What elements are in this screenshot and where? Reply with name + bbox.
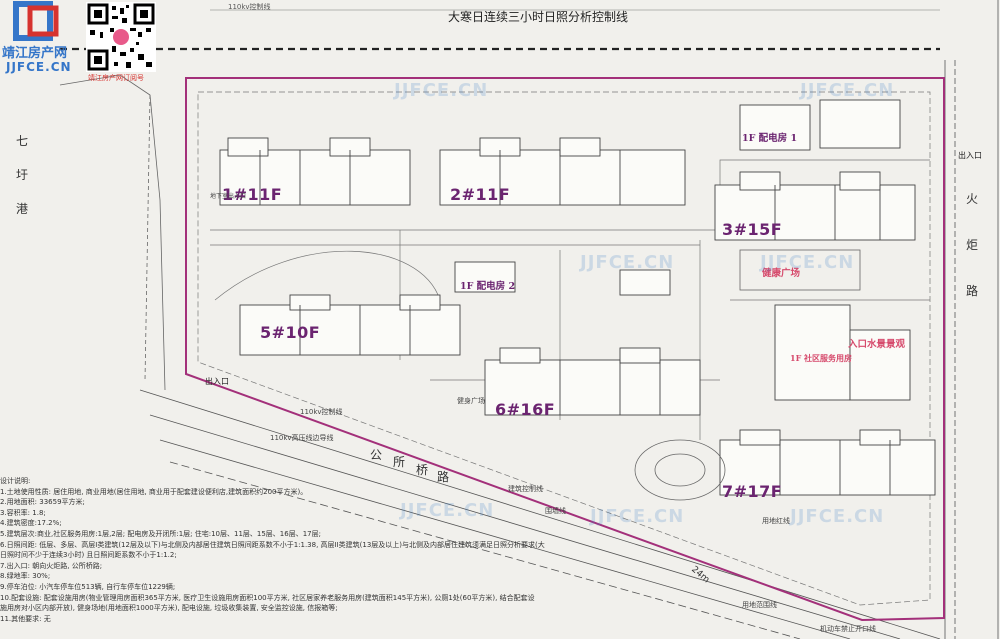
- sun-analysis-label: 大寒日连续三小时日照分析控制线: [448, 10, 629, 24]
- logo-mark-icon: [13, 1, 59, 41]
- fence-line-label: 围墙线: [545, 507, 566, 515]
- building-5-label: 5#10F: [260, 323, 321, 342]
- design-note-line: 9.停车泊位: 小汽车停车位513辆, 自行车停车位1229辆;: [0, 582, 176, 591]
- service-room-label: 1F 社区服务用房: [790, 353, 853, 363]
- building-line-label: 建筑控制线: [508, 485, 543, 493]
- line-110kv-edge-label: 110kv高压线边导线: [270, 434, 334, 442]
- west-river-char-2: 圩: [16, 168, 29, 182]
- design-note-line: 2.用地面积: 33659平方米;: [0, 498, 85, 507]
- line-110kv-label: 110kv控制线: [300, 408, 343, 416]
- building-footprints: [219, 99, 936, 496]
- qr-code-icon: [86, 2, 156, 72]
- design-notes: 设计说明: 1.土地使用性质: 居住用地, 商业用地(居住用地, 商业用于配套建…: [0, 476, 545, 624]
- south-gate-label: 机动车禁止开口线: [820, 625, 876, 633]
- west-river-char-3: 港: [16, 202, 29, 216]
- watermark: JJFCE.CN: [394, 80, 489, 101]
- entrance-east-label: 出入口: [958, 151, 982, 160]
- substation-2-label: 1F 配电房 2: [460, 281, 516, 292]
- building-3-label: 3#15F: [722, 220, 783, 239]
- design-note-line: 10.配套设施: 配套设施用房(物业管理用房面积365平方米, 医疗卫生设施用房…: [0, 593, 535, 602]
- design-note-line: 5.建筑层次:商业,社区服务用房:1层,2层; 配电房及开闭所:1层; 住宅:1…: [0, 529, 321, 538]
- entrance-west-label: 出入口: [205, 377, 229, 386]
- south-road-char-3: 桥: [416, 463, 429, 477]
- building-1-label: 1#11F: [222, 185, 283, 204]
- east-road-char-3: 路: [966, 284, 979, 298]
- watermark: JJFCE.CN: [400, 500, 495, 521]
- south-road-char-2: 所: [393, 455, 406, 469]
- red-line-label: 用地红线: [762, 517, 790, 525]
- west-river-char-1: 七: [16, 134, 29, 148]
- plaza-facility-label: 健康广场: [762, 268, 801, 279]
- watermark: JJFCE.CN: [790, 506, 885, 527]
- design-note-line: 7.出入口: 朝向火炬路, 公所桥路;: [0, 561, 103, 570]
- site-url: JJFCE.CN: [6, 60, 72, 74]
- design-note-line: 日照时间不少于连续3小时) 且日照间距系数不小于1:1.2;: [0, 551, 177, 560]
- red-property-line: [185, 77, 945, 622]
- building-2-label: 2#11F: [450, 185, 511, 204]
- site-logo: 靖江房产网 JJFCE.CN: [2, 1, 84, 80]
- top-110kv-label: 110kv控制线: [228, 3, 271, 11]
- south-road-char-1: 公: [370, 448, 383, 462]
- fitness-plaza: [634, 249, 861, 501]
- qr-caption: 靖江房产网订阅号: [88, 74, 144, 82]
- design-note-line: 施用房对小区内部开放), 健身场地(用地面积1000平方米), 配电设施, 垃圾…: [0, 604, 338, 613]
- land-line-label: 用地范围线: [742, 601, 777, 609]
- east-road-char-2: 炬: [966, 238, 979, 252]
- south-road: [139, 389, 941, 639]
- entrance-view-label: 入口水景景观: [848, 339, 906, 350]
- east-road: [944, 0, 999, 639]
- design-note-line: 6.日照间距: 低层、多层、高层I类建筑(12层及以下)与北侧及内部居住建筑日照…: [0, 540, 545, 549]
- site-name: 靖江房产网: [2, 46, 68, 61]
- building-7-label: 7#17F: [722, 482, 783, 501]
- parking-entry-label: 地下室出入口: [210, 193, 247, 200]
- west-river: [59, 74, 166, 391]
- qr-code: 靖江房产网订阅号: [86, 2, 156, 82]
- design-note-line: 1.土地使用性质: 居住用地, 商业用地(居住用地, 商业用于配套建设便利店,建…: [0, 487, 308, 496]
- design-note-line: 4.建筑密度:17.2%;: [0, 519, 62, 528]
- design-note-line: 8.绿地率: 30%;: [0, 572, 51, 581]
- plaza-label: 健身广场: [457, 397, 485, 405]
- design-note-line: 设计说明:: [0, 477, 31, 485]
- design-note-line: 3.容积率: 1.8;: [0, 508, 46, 517]
- substation-1-label: 1F 配电房 1: [742, 133, 798, 144]
- watermark: JJFCE.CN: [590, 506, 685, 527]
- building-6-label: 6#16F: [495, 400, 556, 419]
- watermark: JJFCE.CN: [760, 252, 855, 273]
- design-note-line: 11.其他要求: 无: [0, 614, 51, 623]
- south-road-char-4: 路: [437, 470, 450, 484]
- watermark: JJFCE.CN: [800, 80, 895, 101]
- east-road-char-1: 火: [966, 192, 979, 206]
- watermark: JJFCE.CN: [580, 252, 675, 273]
